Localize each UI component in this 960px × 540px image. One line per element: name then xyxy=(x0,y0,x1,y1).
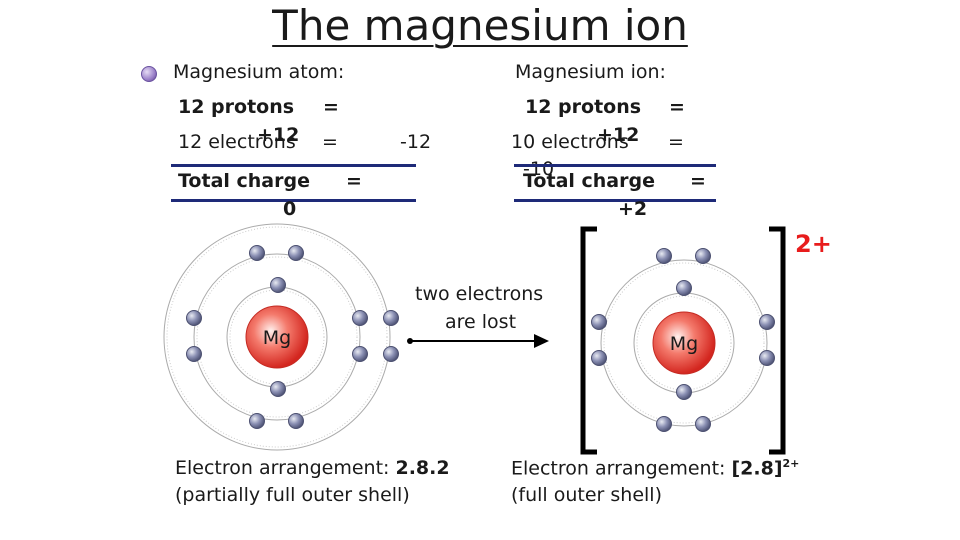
electron xyxy=(384,311,399,326)
electron xyxy=(760,315,775,330)
electron xyxy=(677,385,692,400)
electron xyxy=(271,278,286,293)
electron xyxy=(696,249,711,264)
electron xyxy=(696,417,711,432)
electron xyxy=(353,311,368,326)
ion-arrangement: Electron arrangement: [2.8]2+ xyxy=(511,457,799,479)
atom-arrangement-value: 2.8.2 xyxy=(395,457,449,479)
electron xyxy=(250,246,265,261)
electron xyxy=(384,347,399,362)
electron xyxy=(271,382,286,397)
electron xyxy=(187,311,202,326)
atom-arrangement-prefix: Electron arrangement: xyxy=(175,457,389,479)
transfer-arrow-head xyxy=(534,334,549,348)
electron xyxy=(250,414,265,429)
ion-arrangement-value: [2.8] xyxy=(731,457,782,479)
atom-diagram: Mg xyxy=(164,224,399,450)
ion-left-bracket xyxy=(583,229,597,452)
arrow-caption-line2: are lost xyxy=(445,311,516,333)
electron xyxy=(592,351,607,366)
electron xyxy=(657,249,672,264)
electron xyxy=(592,315,607,330)
electron xyxy=(353,347,368,362)
ion-right-bracket xyxy=(769,229,783,452)
electron xyxy=(187,347,202,362)
ion-nucleus-label: Mg xyxy=(670,333,698,355)
ion-diagram: Mg xyxy=(592,249,775,432)
electron xyxy=(760,351,775,366)
ion-arrangement-prefix: Electron arrangement: xyxy=(511,457,725,479)
electron xyxy=(657,417,672,432)
electron xyxy=(289,246,304,261)
ion-arrangement-note: (full outer shell) xyxy=(511,484,662,506)
electron xyxy=(677,281,692,296)
ion-arrangement-sup: 2+ xyxy=(783,457,800,470)
arrow-caption-line1: two electrons xyxy=(415,283,543,305)
electron xyxy=(289,414,304,429)
atom-nucleus-label: Mg xyxy=(263,327,291,349)
transfer-arrow-tail xyxy=(407,338,413,344)
atom-arrangement: Electron arrangement: 2.8.2 xyxy=(175,457,450,479)
ion-charge-label: 2+ xyxy=(795,230,832,258)
atom-arrangement-note: (partially full outer shell) xyxy=(175,484,410,506)
